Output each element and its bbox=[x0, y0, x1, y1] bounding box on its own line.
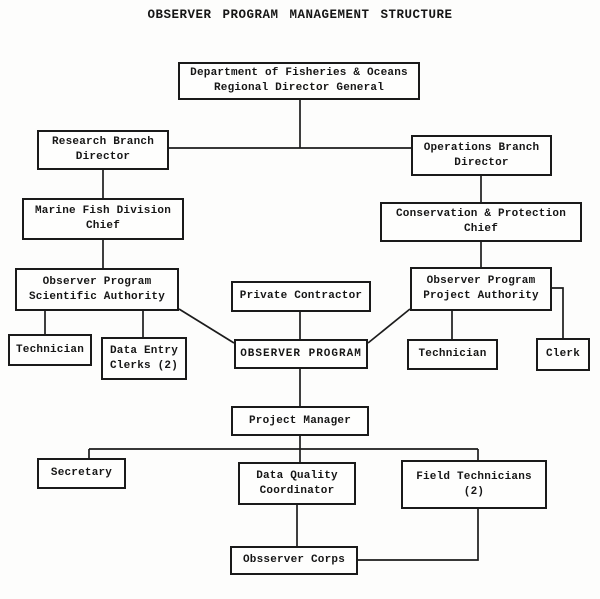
node-observer-program-project-authority: Observer Program Project Authority bbox=[410, 267, 552, 311]
node-observer-corps: Obsserver Corps bbox=[230, 546, 358, 575]
node-marine-fish-division-chief: Marine Fish Division Chief bbox=[22, 198, 184, 240]
edge-projectauth-clerk bbox=[552, 287, 564, 338]
edge-scientific-observerprogram bbox=[178, 308, 235, 344]
node-label: Data Entry Clerks (2) bbox=[109, 344, 178, 372]
node-technician-left: Technician bbox=[8, 334, 92, 366]
node-technician-right: Technician bbox=[407, 339, 498, 370]
node-label: Project Manager bbox=[248, 414, 352, 427]
node-project-manager: Project Manager bbox=[231, 406, 369, 436]
node-label: Marine Fish Division Chief bbox=[34, 205, 172, 232]
node-research-branch-director: Research Branch Director bbox=[37, 130, 169, 170]
node-label: Clerk bbox=[545, 348, 580, 361]
node-label: Observer Program Project Authority bbox=[423, 275, 539, 302]
node-conservation-protection-chief: Conservation & Protection Chief bbox=[380, 202, 582, 242]
node-label: Secretary bbox=[50, 467, 113, 480]
node-clerk: Clerk bbox=[536, 338, 590, 371]
node-label: Data Quality Coordinator bbox=[256, 469, 338, 497]
node-label: Technician bbox=[418, 348, 487, 361]
node-label: Private Contractor bbox=[239, 290, 363, 303]
edge-projectauth-observerprogram bbox=[367, 308, 411, 344]
node-data-quality-coordinator: Data Quality Coordinator bbox=[238, 462, 356, 505]
node-private-contractor: Private Contractor bbox=[231, 281, 371, 312]
node-label: Field Technicians (2) bbox=[416, 470, 532, 498]
node-label: Observer Program Scientific Authority bbox=[28, 275, 166, 303]
chart-title: OBSERVER PROGRAM MANAGEMENT STRUCTURE bbox=[147, 8, 453, 22]
node-observer-program-scientific-authority: Observer Program Scientific Authority bbox=[15, 268, 179, 311]
node-secretary: Secretary bbox=[37, 458, 126, 489]
node-label: Obsserver Corps bbox=[242, 554, 346, 567]
node-data-entry-clerks: Data Entry Clerks (2) bbox=[101, 337, 187, 380]
edge-fieldtech-corps bbox=[358, 509, 479, 561]
node-label: Operations Branch Director bbox=[423, 141, 540, 169]
node-field-technicians: Field Technicians (2) bbox=[401, 460, 547, 509]
node-label: Conservation & Protection Chief bbox=[395, 208, 567, 235]
node-label: Technician bbox=[15, 343, 84, 356]
node-label: OBSERVER PROGRAM bbox=[240, 347, 362, 360]
node-label: Department of Fisheries & Oceans Regiona… bbox=[190, 67, 408, 94]
node-label: Research Branch Director bbox=[51, 136, 155, 163]
node-regional-director-general: Department of Fisheries & Oceans Regiona… bbox=[178, 62, 420, 100]
node-operations-branch-director: Operations Branch Director bbox=[411, 135, 552, 176]
node-observer-program: OBSERVER PROGRAM bbox=[234, 339, 368, 369]
